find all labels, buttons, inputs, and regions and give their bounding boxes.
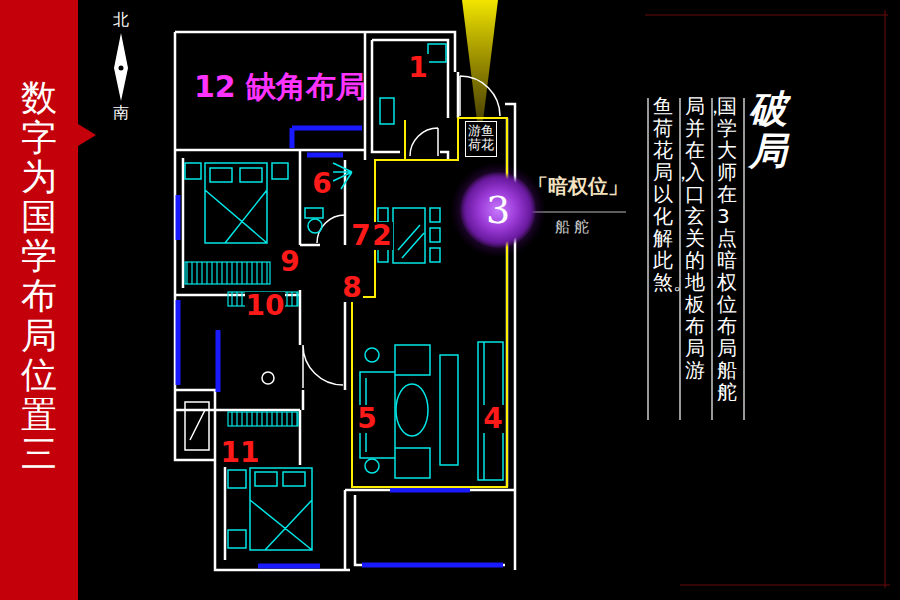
annotation-text: 破局 bbox=[749, 88, 787, 172]
toilet bbox=[308, 219, 322, 233]
compass-needle bbox=[114, 33, 128, 101]
position-circle: 3 bbox=[460, 172, 536, 248]
label-slot: 6 bbox=[311, 170, 332, 198]
label-slot: 12 缺角布局 bbox=[194, 70, 366, 103]
window-wall bbox=[178, 128, 503, 566]
label-slot: 破局 bbox=[749, 88, 787, 172]
page-title: 数字为国学布局位置三 bbox=[21, 78, 57, 474]
annotation-text: 12 缺角布局 bbox=[194, 70, 366, 103]
door-swing bbox=[185, 76, 500, 450]
furniture bbox=[185, 44, 503, 550]
leader-line bbox=[532, 211, 626, 212]
wall bbox=[175, 32, 515, 570]
callout-number: 11 bbox=[220, 439, 261, 467]
band-pointer bbox=[78, 124, 96, 146]
wardrobe bbox=[228, 412, 298, 426]
label-slot: 鱼荷花局，以化解此煞。 bbox=[653, 95, 673, 293]
frame-corner bbox=[645, 10, 890, 588]
light-beam bbox=[462, 0, 498, 121]
plant bbox=[365, 348, 379, 362]
annotation-text: 国学大师在3点暗权位布局船舵 bbox=[717, 95, 737, 403]
area-outline bbox=[352, 118, 507, 487]
label-slot: 船 舵 bbox=[555, 219, 590, 236]
callout-number: 7 bbox=[350, 222, 371, 250]
coffee-table bbox=[396, 384, 428, 436]
title-slot: 数字为国学布局位置三 bbox=[21, 78, 57, 474]
label-slot: 4 bbox=[482, 405, 503, 433]
callout-number: 6 bbox=[311, 170, 332, 198]
callout-number: 8 bbox=[341, 274, 362, 302]
annotation-text: 南 bbox=[113, 104, 129, 122]
callout-number: 9 bbox=[279, 248, 300, 276]
label-slot: 1 bbox=[407, 54, 428, 82]
wardrobe bbox=[185, 262, 270, 284]
label-slot: 8 bbox=[341, 274, 362, 302]
compass-pivot bbox=[119, 66, 124, 71]
label-slot: 北 bbox=[113, 11, 129, 29]
label-slot: 10 bbox=[245, 292, 286, 320]
fixture bbox=[262, 372, 274, 384]
label-slot: 局，并在入口玄关的地板布局游 bbox=[685, 95, 705, 381]
callout-number: 5 bbox=[356, 405, 377, 433]
callout-number: 2 bbox=[371, 222, 392, 250]
plant bbox=[365, 459, 379, 473]
label-slot: 11 bbox=[220, 439, 261, 467]
node-text: 3 bbox=[486, 191, 510, 229]
annotation-text: 鱼荷花局，以化解此煞。 bbox=[653, 95, 673, 293]
marker-box: 游鱼荷花 bbox=[465, 121, 497, 157]
callout-number: 4 bbox=[482, 405, 503, 433]
annotation-text: 局，并在入口玄关的地板布局游 bbox=[685, 95, 705, 381]
label-slot: 国学大师在3点暗权位布局船舵 bbox=[717, 95, 737, 403]
callout-number: 1 bbox=[407, 54, 428, 82]
annotation-text: 「暗权位」 bbox=[528, 175, 628, 197]
label-slot: 5 bbox=[356, 405, 377, 433]
label-slot: 7 bbox=[350, 222, 371, 250]
label-slot: 南 bbox=[113, 104, 129, 122]
callout-number: 10 bbox=[245, 292, 286, 320]
annotation-text: 北 bbox=[113, 11, 129, 29]
side-band bbox=[0, 0, 78, 600]
label-slot: 「暗权位」 bbox=[528, 175, 628, 197]
label-slot: 9 bbox=[279, 248, 300, 276]
node-text: 游鱼荷花 bbox=[468, 124, 494, 154]
annotation-text: 船 舵 bbox=[555, 219, 590, 236]
label-slot: 2 bbox=[371, 222, 392, 250]
